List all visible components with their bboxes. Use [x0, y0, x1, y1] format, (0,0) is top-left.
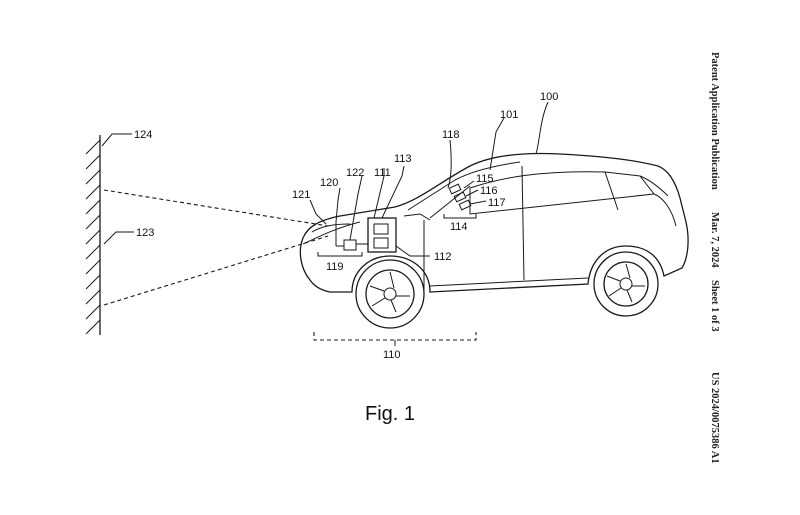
- ref-122: 122: [346, 167, 364, 179]
- header-publication-type: Patent Application Publication: [709, 52, 720, 190]
- projection-wall: [85, 135, 101, 335]
- ref-113: 113: [394, 153, 412, 165]
- bracket-110: [313, 332, 477, 346]
- header-date: Mar. 7, 2024: [709, 212, 720, 268]
- projection-beams: [103, 189, 329, 306]
- ref-100: 100: [540, 91, 558, 103]
- header-sheet: Sheet 1 of 3: [709, 280, 720, 332]
- leader-lines: [101, 101, 549, 257]
- ref-119: 119: [326, 261, 344, 273]
- ref-112: 112: [434, 251, 452, 263]
- ref-121: 121: [292, 189, 310, 201]
- header-publication-number: US 2024/0075386 A1: [709, 372, 720, 464]
- ref-110: 110: [383, 349, 401, 361]
- bracket-114: [443, 214, 477, 219]
- vehicle-body: [299, 152, 689, 293]
- ref-120: 120: [320, 177, 338, 189]
- front-wheel: [355, 259, 425, 329]
- rear-wheel: [593, 251, 659, 317]
- ref-116: 116: [480, 185, 498, 197]
- ref-115: 115: [476, 173, 494, 185]
- in-cabin-sensors: [448, 183, 472, 211]
- ref-117: 117: [488, 197, 506, 209]
- control-unit-111: [356, 217, 397, 253]
- ref-101: 101: [500, 109, 518, 121]
- figure-caption: Fig. 1: [365, 403, 415, 425]
- patent-header: Patent Application Publication Mar. 7, 2…: [709, 52, 720, 464]
- ref-111: 111: [374, 167, 391, 179]
- bracket-119: [317, 252, 363, 257]
- ref-124: 124: [134, 129, 152, 141]
- ref-123: 123: [136, 227, 154, 239]
- ref-118: 118: [442, 129, 460, 141]
- ref-114: 114: [450, 221, 468, 233]
